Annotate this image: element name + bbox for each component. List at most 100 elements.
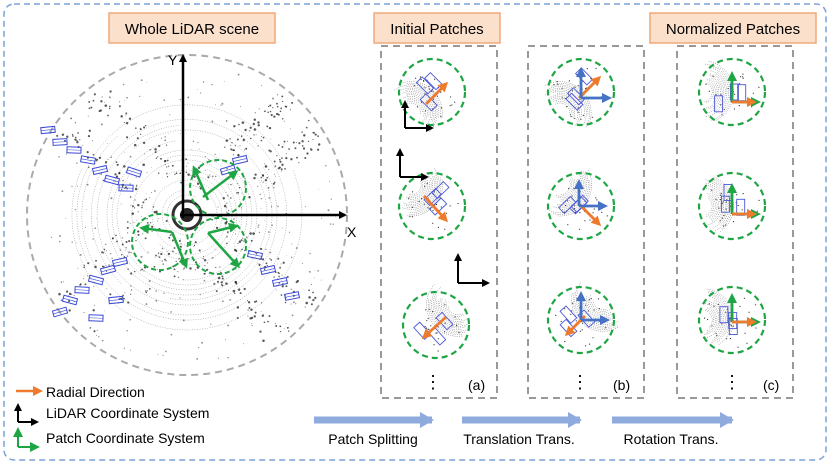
patch-point	[731, 325, 732, 326]
point	[124, 122, 125, 123]
patch-point	[749, 312, 750, 313]
point	[187, 173, 189, 175]
point	[262, 174, 264, 176]
patch-point	[709, 303, 710, 304]
patch-point	[424, 204, 425, 205]
point	[140, 134, 141, 135]
point	[315, 134, 317, 136]
point	[61, 300, 62, 301]
point	[278, 272, 279, 273]
patch-point	[414, 85, 415, 86]
point	[130, 285, 131, 286]
point	[279, 267, 281, 269]
point	[199, 249, 201, 251]
point	[261, 177, 263, 179]
point	[120, 249, 121, 250]
point	[284, 121, 285, 122]
point	[286, 323, 287, 324]
point	[174, 247, 176, 249]
point	[116, 161, 118, 163]
point	[239, 187, 241, 189]
point	[304, 157, 306, 159]
patch-point	[446, 213, 447, 214]
point	[89, 130, 91, 132]
patch-scan-line	[407, 103, 421, 114]
point	[119, 105, 121, 107]
point	[224, 146, 226, 148]
point	[140, 270, 141, 271]
patch-point	[723, 201, 724, 202]
point	[69, 309, 71, 311]
patch-scan-line	[713, 296, 729, 343]
point	[243, 139, 245, 141]
point	[228, 210, 229, 211]
point	[88, 135, 90, 137]
patch-point	[747, 99, 748, 100]
point	[174, 275, 176, 277]
point	[127, 268, 129, 270]
point	[261, 311, 262, 312]
point	[210, 323, 211, 324]
point	[237, 317, 239, 319]
step-split-text: Patch Splitting	[328, 431, 418, 447]
point	[149, 197, 150, 198]
point	[130, 350, 131, 351]
point	[275, 325, 277, 327]
patch-point	[739, 105, 740, 106]
point	[71, 294, 72, 295]
point	[306, 127, 308, 129]
patch-point	[588, 310, 589, 311]
patch-scan-line	[708, 293, 730, 333]
patch-point	[565, 205, 566, 206]
patch-point	[425, 110, 426, 111]
point	[277, 106, 279, 108]
point	[123, 166, 124, 167]
point	[305, 206, 306, 207]
point	[118, 172, 120, 174]
point	[76, 140, 78, 142]
point	[227, 195, 229, 197]
patch-point	[582, 329, 583, 330]
patch-point	[574, 205, 575, 206]
point	[272, 98, 274, 100]
point	[265, 165, 268, 168]
patch-point	[580, 119, 581, 120]
point	[143, 142, 145, 144]
point	[236, 192, 237, 193]
patch-point	[450, 105, 451, 106]
point	[205, 170, 206, 171]
patch-scan-line	[408, 182, 423, 196]
point	[291, 289, 292, 290]
point	[125, 112, 127, 114]
point	[281, 168, 283, 170]
patch-scan-line	[703, 189, 722, 226]
point	[117, 164, 119, 166]
point	[254, 315, 256, 317]
point	[313, 132, 315, 134]
point	[187, 96, 189, 98]
point	[238, 288, 240, 290]
point	[260, 248, 262, 250]
point	[312, 132, 313, 133]
patch-point	[566, 106, 567, 107]
point	[101, 96, 102, 97]
point	[77, 186, 78, 187]
patch-point	[567, 200, 568, 201]
point	[180, 99, 181, 100]
point	[109, 90, 111, 92]
point	[269, 104, 271, 106]
patch-point	[578, 85, 579, 86]
point	[137, 137, 139, 139]
point	[237, 139, 239, 141]
patch-point	[574, 118, 575, 119]
point	[94, 227, 96, 229]
patch-point	[457, 203, 458, 204]
point	[278, 167, 280, 169]
panel-b-label: (b)	[613, 377, 630, 393]
point	[286, 153, 287, 154]
point	[264, 322, 266, 324]
patch-point	[726, 202, 727, 203]
patch-point	[570, 314, 571, 315]
point	[157, 269, 158, 270]
patch-point	[557, 81, 558, 82]
